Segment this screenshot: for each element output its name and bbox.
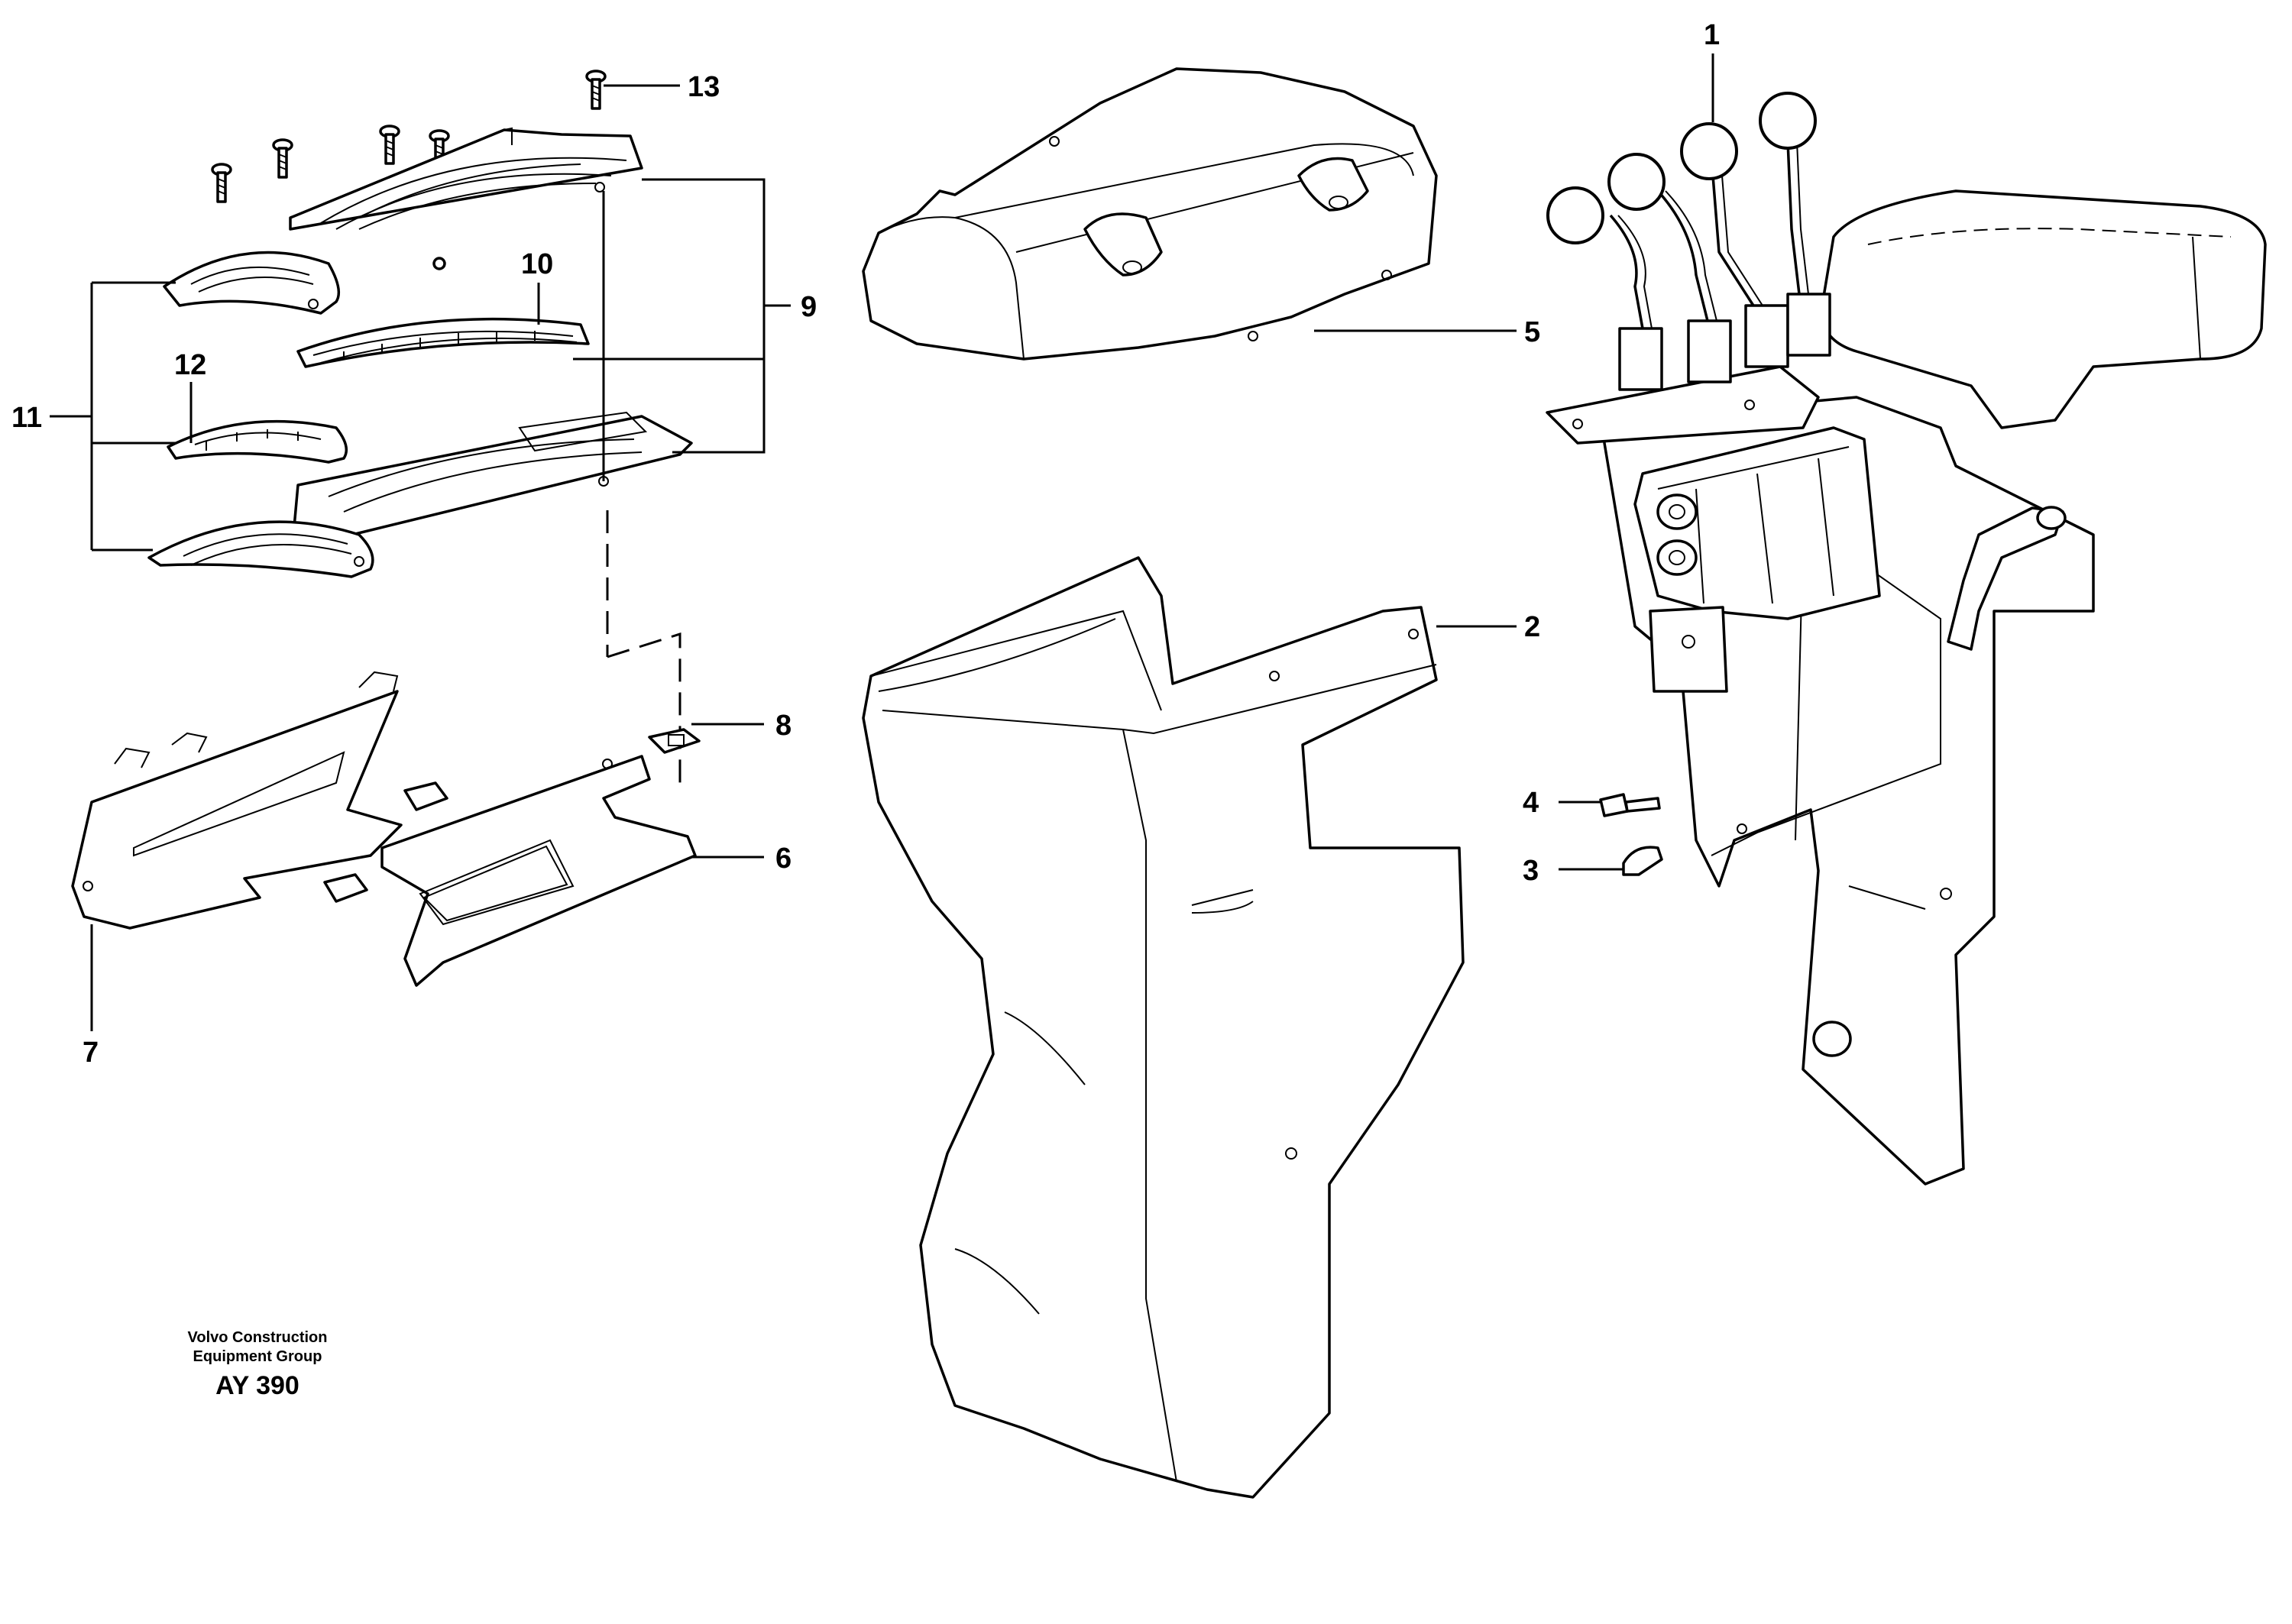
scale-plate-bottom: [147, 520, 374, 578]
callout-4: 4: [1523, 787, 1539, 819]
leader-lines: [50, 53, 1714, 1031]
callout-13: 13: [688, 71, 720, 103]
holder-7: [71, 671, 403, 930]
clip-nut-8: [648, 728, 701, 754]
scale-plate-10: [296, 317, 590, 368]
callout-11: 11: [11, 402, 42, 434]
publisher-line-1: Volvo Construction: [188, 1329, 328, 1346]
bolt-4: [1599, 793, 1629, 817]
callout-8: 8: [775, 710, 792, 742]
publisher-line-2: Equipment Group: [193, 1348, 322, 1365]
screw-set-13: [211, 70, 607, 203]
callout-10: 10: [521, 248, 553, 280]
cover-2: [862, 556, 1465, 1499]
holder-6: [380, 755, 697, 987]
clip-nut-a: [403, 781, 448, 811]
upper-cover-plate: [289, 127, 643, 270]
scale-plate-12: [167, 419, 348, 464]
clamp-3: [1622, 846, 1663, 876]
callout-12: 12: [174, 349, 206, 381]
lower-cover-plate: [293, 411, 693, 544]
callout-6: 6: [775, 843, 792, 875]
callout-5: 5: [1524, 316, 1540, 348]
callout-2: 2: [1524, 611, 1540, 643]
figure-code: AY 390: [215, 1371, 299, 1400]
control-valve-assembly-1: [1546, 92, 2267, 1186]
callout-7: 7: [83, 1037, 99, 1069]
callout-1: 1: [1704, 19, 1720, 51]
cover-5: [862, 67, 1438, 361]
callout-9: 9: [801, 291, 817, 323]
scale-plate-top: [163, 251, 341, 315]
clip-nut-b: [323, 873, 368, 903]
callout-3: 3: [1523, 855, 1539, 887]
